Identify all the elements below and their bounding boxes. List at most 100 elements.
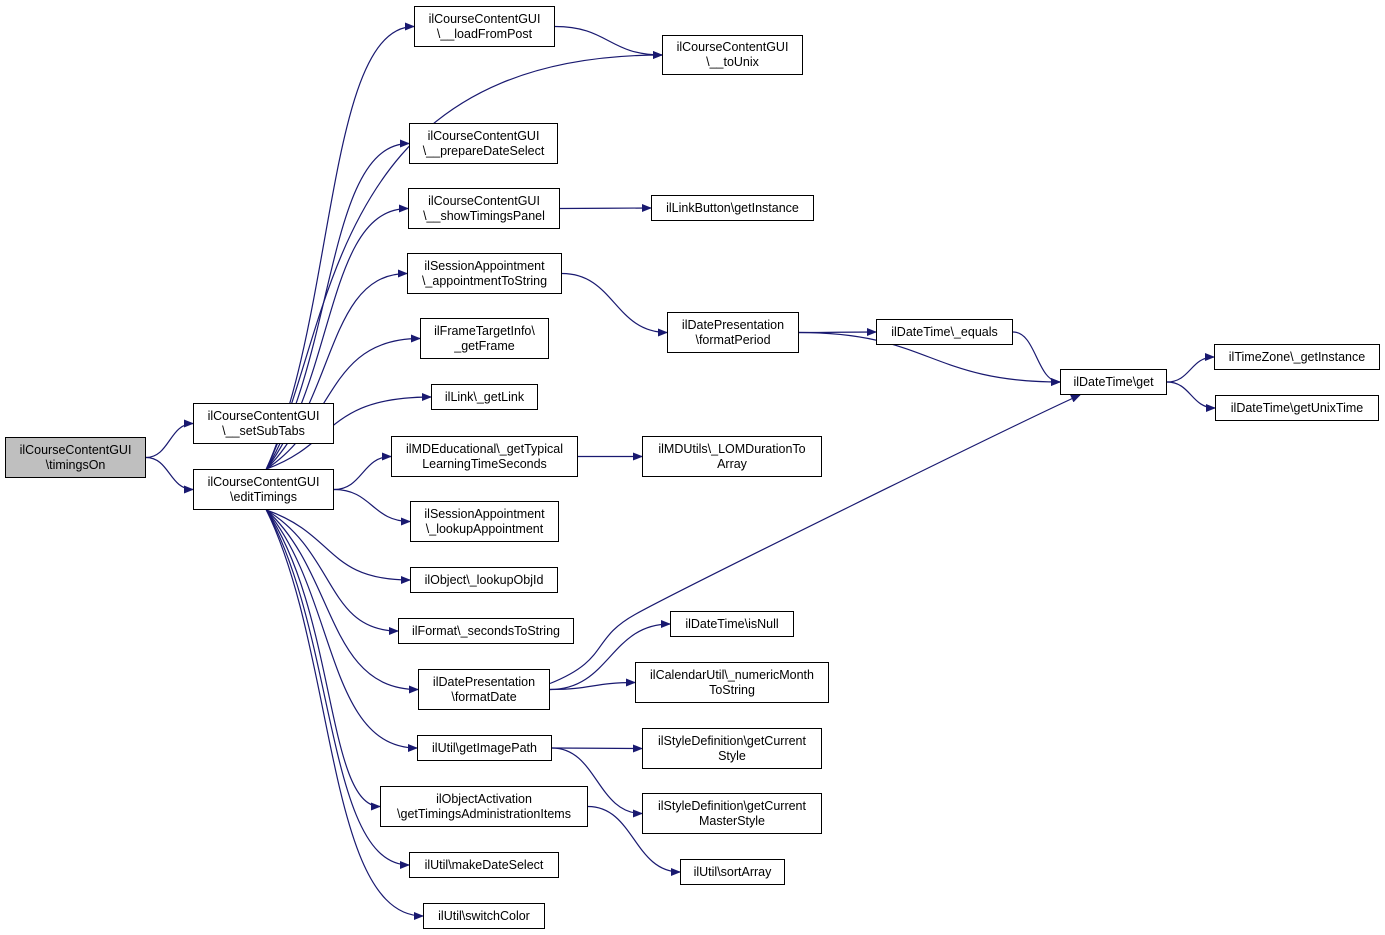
node-label-line: ilUtil\getImagePath — [432, 740, 537, 755]
edge-editTimings-to-loadFromPost — [265, 22, 415, 470]
node-prepareDateSelect[interactable]: ilCourseContentGUI\__prepareDateSelect — [409, 123, 558, 164]
node-label-line: \_lookupAppointment — [425, 521, 544, 536]
node-timingsAdminItems[interactable]: ilObjectActivation\getTimingsAdministrat… — [380, 786, 588, 827]
node-equals[interactable]: ilDateTime\_equals — [876, 319, 1013, 345]
node-label-line: ilDatePresentation — [432, 674, 536, 689]
node-label-line: \__toUnix — [706, 55, 759, 69]
node-label-line: ilCourseContentGUI — [428, 11, 541, 26]
node-isNull[interactable]: ilDateTime\isNull — [670, 611, 794, 637]
edge-editTimings-to-getTypicalLearningTime — [333, 452, 392, 491]
node-formatDate[interactable]: ilDatePresentation\formatDate — [418, 669, 550, 710]
node-getUnixTime[interactable]: ilDateTime\getUnixTime — [1215, 395, 1379, 421]
edge-appointmentToString-to-formatPeriod — [561, 272, 668, 337]
node-label-line: \__prepareDateSelect — [422, 143, 545, 158]
node-label-line: ilMDEducational\_getTypical — [405, 441, 564, 456]
node-setSubTabs[interactable]: ilCourseContentGUI\__setSubTabs — [193, 403, 334, 444]
node-sortArray[interactable]: ilUtil\sortArray — [680, 859, 785, 885]
node-switchColor[interactable]: ilUtil\switchColor — [423, 903, 545, 929]
node-lookupAppointment[interactable]: ilSessionAppointment\_lookupAppointment — [410, 501, 559, 542]
node-label-line: \__showTimingsPanel — [423, 208, 545, 223]
edge-editTimings-to-toUnix — [265, 51, 663, 470]
node-label-line: \getTimingsAdministrationItems — [397, 806, 571, 821]
edge-editTimings-to-formatDate — [265, 509, 419, 694]
node-label-line: ilUtil\switchColor — [438, 908, 530, 923]
node-tzGetInstance[interactable]: ilTimeZone\_getInstance — [1214, 344, 1380, 370]
node-label-line: Style — [718, 748, 746, 763]
node-label-line: ilFrameTargetInfo\ — [434, 323, 535, 338]
node-label-line: ilObject\_lookupObjId — [424, 572, 544, 587]
edge-timingsOn-to-setSubTabs — [145, 419, 194, 459]
node-toUnix[interactable]: ilCourseContentGUI\__toUnix — [662, 35, 803, 75]
node-label-line: ilTimeZone\_getInstance — [1228, 349, 1366, 364]
node-label-line: ilCourseContentGUI — [427, 128, 540, 143]
node-label-line: ilStyleDefinition\getCurrent — [658, 733, 806, 748]
edge-editTimings-to-makeDateSelect — [265, 509, 410, 869]
node-label-line: ilCourseContentGUI — [19, 442, 132, 457]
node-label-line: ilLinkButton\getInstance — [666, 200, 799, 215]
node-linkButtonGetInstance[interactable]: ilLinkButton\getInstance — [651, 195, 814, 221]
node-label-line: ilMDUtils\_LOMDurationTo — [658, 441, 806, 456]
node-label-line: ilDateTime\getUnixTime — [1230, 400, 1364, 415]
node-label-line: ilDateTime\isNull — [685, 616, 779, 631]
node-formatPeriod[interactable]: ilDatePresentation\formatPeriod — [667, 312, 799, 353]
node-label-line: \__loadFromPost — [436, 26, 533, 41]
node-editTimings[interactable]: ilCourseContentGUI\editTimings — [193, 469, 334, 510]
edge-showTimingsPanel-to-linkButtonGetInstance — [559, 204, 652, 213]
node-getLink[interactable]: ilLink\_getLink — [431, 384, 538, 410]
node-showTimingsPanel[interactable]: ilCourseContentGUI\__showTimingsPanel — [408, 188, 560, 229]
edge-timingsOn-to-editTimings — [145, 456, 194, 494]
node-label-line: _getFrame — [454, 338, 515, 353]
edge-formatDate-to-numericMonth — [549, 678, 636, 691]
node-label-line: ilDateTime\get — [1073, 374, 1154, 389]
node-getImagePath[interactable]: ilUtil\getImagePath — [417, 735, 552, 761]
node-loadFromPost[interactable]: ilCourseContentGUI\__loadFromPost — [414, 6, 555, 47]
edge-dateTimeGet-to-tzGetInstance — [1166, 353, 1215, 383]
node-label-line: ilLink\_getLink — [444, 389, 525, 404]
node-label-line: ilCourseContentGUI — [428, 193, 540, 208]
edge-editTimings-to-getImagePath — [265, 509, 418, 752]
node-label-line: ilCalendarUtil\_numericMonth — [650, 667, 814, 682]
edge-formatPeriod-to-dateTimeGet — [798, 331, 1061, 386]
node-dateTimeGet[interactable]: ilDateTime\get — [1060, 369, 1167, 395]
node-makeDateSelect[interactable]: ilUtil\makeDateSelect — [409, 852, 559, 878]
node-label-line: \editTimings — [230, 489, 297, 504]
node-label-line: ilStyleDefinition\getCurrent — [658, 798, 806, 813]
edge-getImagePath-to-getCurrentStyle — [551, 744, 643, 753]
edge-getImagePath-to-getCurrentMasterStyle — [551, 747, 643, 818]
edge-formatDate-to-isNull — [549, 620, 671, 691]
node-secondsToString[interactable]: ilFormat\_secondsToString — [398, 618, 574, 644]
edge-editTimings-to-getLink — [266, 393, 432, 470]
edge-loadFromPost-to-toUnix — [554, 25, 663, 59]
edge-timingsAdminItems-to-sortArray — [587, 805, 681, 876]
node-label-line: \formatDate — [451, 689, 517, 704]
edge-dateTimeGet-to-getUnixTime — [1166, 381, 1216, 412]
node-label-line: ilUtil\makeDateSelect — [424, 857, 544, 872]
node-label-line: ilSessionAppointment — [424, 258, 545, 273]
edge-editTimings-to-lookupAppointment — [333, 488, 411, 526]
edge-editTimings-to-switchColor — [265, 509, 424, 920]
node-label-line: ToString — [709, 682, 755, 697]
node-timingsOn: ilCourseContentGUI\timingsOn — [5, 437, 146, 478]
node-label-line: \__setSubTabs — [222, 423, 305, 438]
node-getFrame[interactable]: ilFrameTargetInfo\_getFrame — [420, 318, 549, 359]
node-label-line: ilSessionAppointment — [424, 506, 545, 521]
edge-editTimings-to-timingsAdminItems — [265, 509, 381, 811]
node-appointmentToString[interactable]: ilSessionAppointment\_appointmentToStrin… — [407, 253, 562, 294]
edge-editTimings-to-getFrame — [265, 334, 421, 470]
node-label-line: ilObjectActivation — [436, 791, 532, 806]
node-label-line: ilCourseContentGUI — [207, 474, 320, 489]
node-label-line: ilDatePresentation — [681, 317, 785, 332]
node-label-line: ilFormat\_secondsToString — [412, 623, 560, 638]
node-label-line: \_appointmentToString — [421, 273, 548, 288]
node-label-line: Array — [717, 456, 747, 471]
node-label-line: ilUtil\sortArray — [693, 864, 772, 879]
node-label-line: ilCourseContentGUI — [207, 408, 320, 423]
node-lookupObjId[interactable]: ilObject\_lookupObjId — [410, 567, 558, 593]
node-label-line: LearningTimeSeconds — [422, 456, 547, 471]
